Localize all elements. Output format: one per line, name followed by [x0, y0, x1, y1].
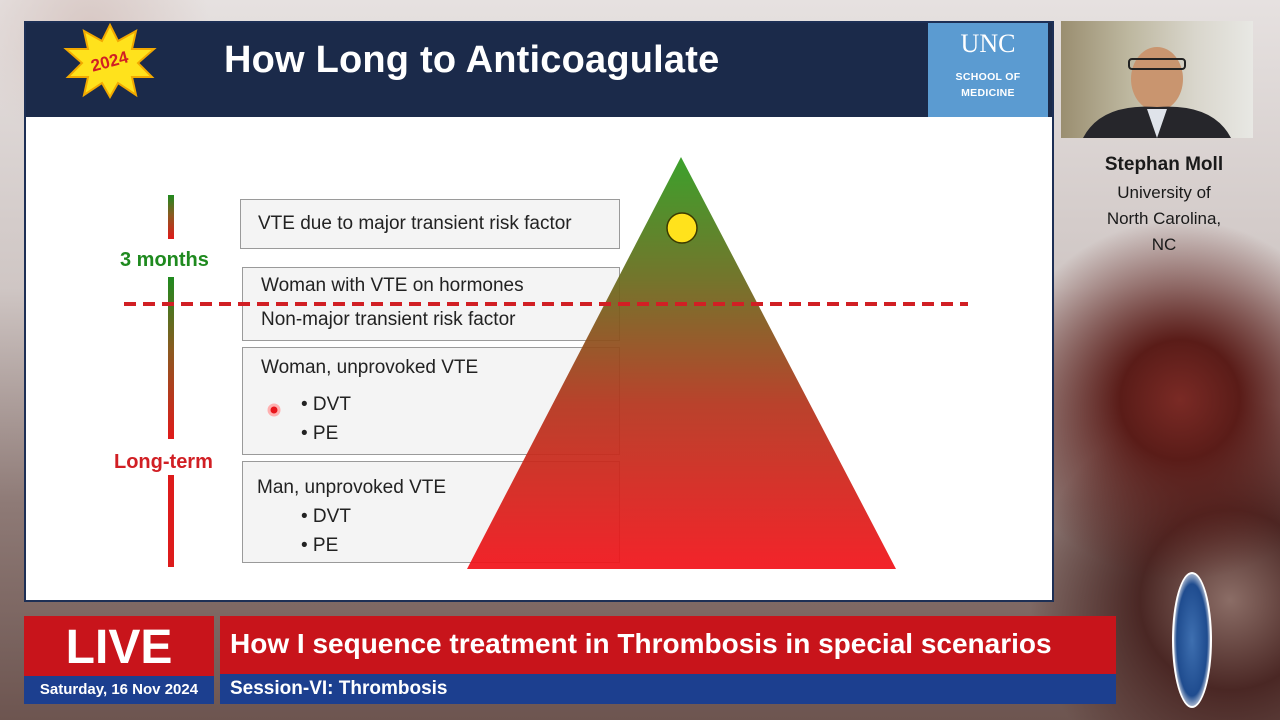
date-strip: Saturday, 16 Nov 2024	[24, 676, 214, 704]
session-label: Session-VI: Thrombosis	[230, 678, 448, 699]
unc-logo-name: UNC	[960, 29, 1016, 58]
risk-box-line2: Non-major transient risk factor	[261, 309, 516, 330]
talk-title-bar: How I sequence treatment in Thrombosis i…	[220, 616, 1116, 674]
risk-triangle	[124, 157, 968, 569]
live-badge: LIVE Saturday, 16 Nov 2024	[24, 616, 214, 704]
slide-title: How Long to Anticoagulate	[224, 39, 720, 81]
unc-logo-line2: MEDICINE	[961, 87, 1015, 99]
risk-box-heading: Man, unprovoked VTE	[257, 477, 447, 498]
speaker-video	[1061, 21, 1253, 138]
laser-pointer-icon	[267, 403, 281, 417]
yellow-marker-icon	[666, 212, 698, 244]
speaker-affiliation-line3: NC	[1151, 235, 1177, 254]
speaker-name: Stephan Moll	[1104, 154, 1224, 175]
speaker-avatar	[1083, 47, 1231, 138]
duration-scale-bar	[168, 195, 174, 567]
risk-box-heading: Woman, unprovoked VTE	[261, 357, 479, 378]
bullet-dvt: • DVT	[301, 506, 351, 527]
bullet-pe: • PE	[301, 535, 339, 556]
slide: 2024 How Long to Anticoagulate UNC SCHOO…	[24, 21, 1054, 602]
year-starburst-icon: 2024	[63, 23, 157, 99]
bullet-dvt: • DVT	[301, 394, 351, 415]
risk-box-major-transient: VTE due to major transient risk factor	[240, 199, 620, 249]
unc-logo: UNC SCHOOL OF MEDICINE	[928, 23, 1048, 117]
bullet-pe: • PE	[301, 423, 339, 444]
label-long-term: Long-term	[114, 451, 213, 473]
session-bar: Session-VI: Thrombosis	[220, 674, 1116, 704]
label-3-months: 3 months	[120, 249, 209, 271]
speaker-affiliation-line2: North Carolina,	[1106, 209, 1222, 228]
slide-header: 2024 How Long to Anticoagulate UNC SCHOO…	[26, 23, 1052, 117]
conference-logo-icon	[1172, 572, 1212, 708]
risk-box-text: VTE due to major transient risk factor	[258, 213, 572, 234]
risk-box-line1: Woman with VTE on hormones	[261, 275, 524, 296]
unc-logo-line1: SCHOOL OF	[955, 71, 1021, 83]
broadcast-date: Saturday, 16 Nov 2024	[39, 681, 199, 698]
speaker-affiliation-line1: University of	[1117, 183, 1211, 202]
talk-title: How I sequence treatment in Thrombosis i…	[230, 628, 1052, 659]
live-label: LIVE	[65, 621, 173, 674]
